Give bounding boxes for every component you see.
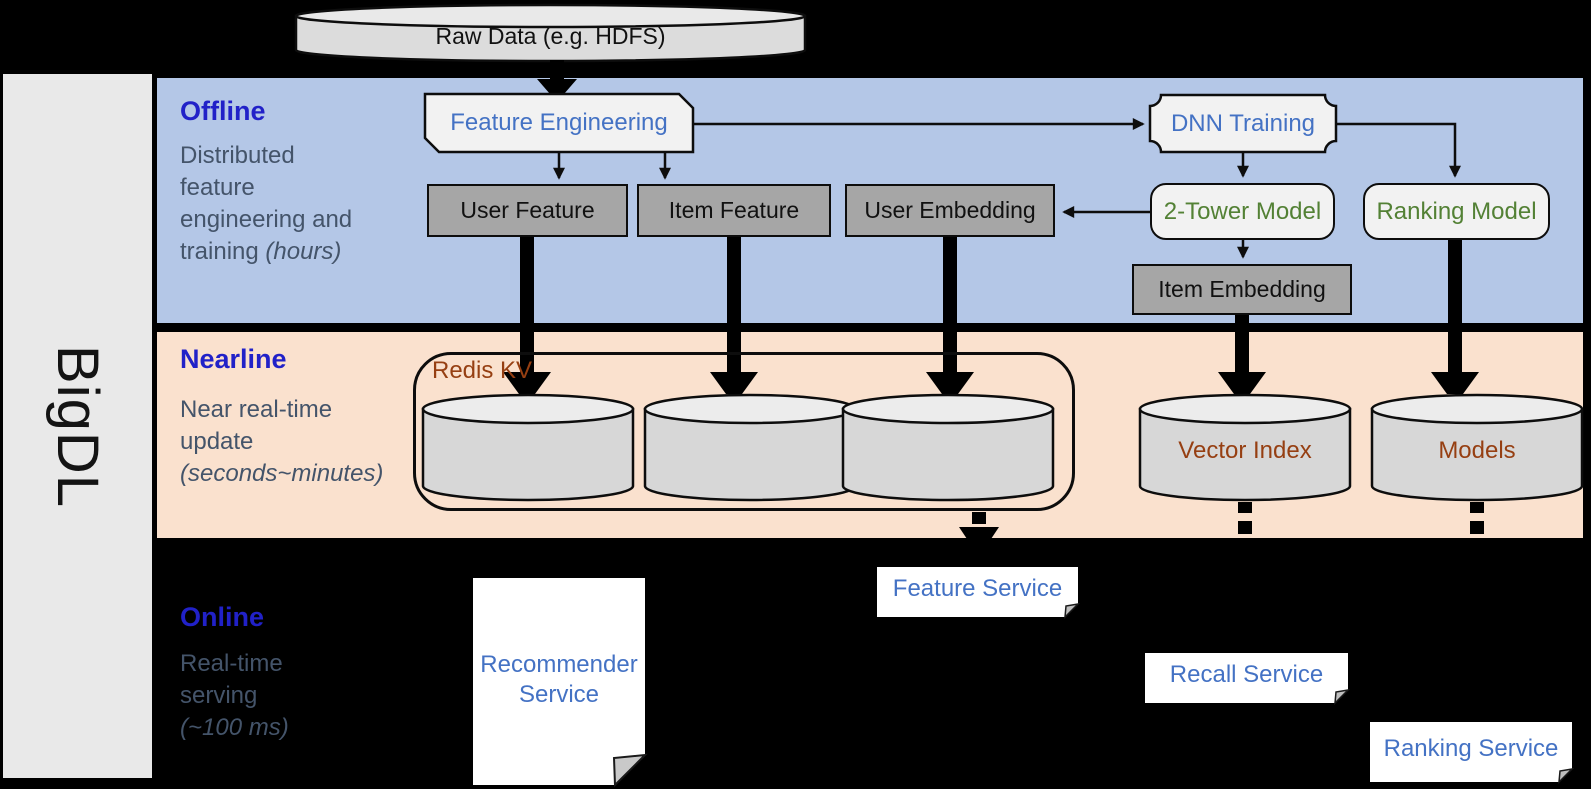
recommender-service-label: Recommender Service [480, 651, 638, 708]
raw-data-label: Raw Data (e.g. HDFS) [435, 22, 666, 49]
offline-section-title: Offline [180, 96, 266, 126]
arrow-dnn-to-ranking-model [1336, 122, 1461, 178]
dashed-arrow-models-to-ranking [1470, 502, 1484, 534]
online-section-desc: Real-time serving (~100 ms) [180, 648, 289, 744]
recommender-service-document [473, 578, 648, 788]
feature-service-label: Feature Service [892, 575, 1063, 602]
nearline-section-desc: Near real-time update (seconds~minutes) [180, 394, 383, 490]
dnn-training-label: DNN Training [1170, 109, 1316, 137]
online-desc-line3: (~100 ms) [180, 714, 289, 741]
models-label: Models [1438, 437, 1516, 464]
arrow-item-embedding-to-vector-index [1218, 314, 1266, 394]
ranking-service-label: Ranking Service [1383, 735, 1559, 762]
online-section-title: Online [180, 602, 265, 632]
recall-service-shape [1145, 653, 1351, 705]
nearline-desc-line1: Near real-time [180, 396, 333, 423]
arrow-user-embedding-to-redis [926, 236, 974, 394]
item-embedding-label: Item Embedding [1158, 276, 1326, 302]
recall-service-label: Recall Service [1169, 661, 1324, 688]
arrow-item-feature-to-redis [710, 236, 758, 394]
arrow-rawdata-to-feature-engineering [537, 60, 577, 94]
arrow-user-feature-to-redis [503, 236, 551, 394]
redis-cylinder-3 [841, 393, 1055, 502]
offline-desc-line2: feature [180, 174, 255, 201]
user-embedding-label: User Embedding [864, 197, 1036, 223]
redis-cylinder-1 [421, 393, 635, 502]
feature-engineering-label: Feature Engineering [450, 109, 668, 136]
redis-kv-label: Redis KV [432, 357, 533, 384]
item-feature-box: Item Feature [637, 184, 831, 237]
vector-index-label: Vector Index [1178, 437, 1312, 464]
ranking-service-shape [1370, 722, 1575, 784]
online-desc-line1: Real-time [180, 650, 283, 677]
models-cylinder [1370, 393, 1584, 502]
offline-desc-line1: Distributed [180, 142, 295, 169]
item-feature-label: Item Feature [668, 197, 800, 223]
offline-desc-line3: engineering and [180, 206, 353, 233]
vector-index-cylinder [1138, 393, 1352, 502]
dashed-arrow-redis-to-feature-service [959, 512, 999, 545]
dnn-training-shape [1148, 93, 1338, 154]
feature-service-shape [877, 567, 1081, 619]
ranking-model-label: Ranking Model [1376, 197, 1537, 225]
feature-engineering-shape [423, 92, 695, 154]
two-tower-model-label: 2-Tower Model [1163, 197, 1322, 225]
offline-section-desc: Distributed feature engineering and trai… [180, 140, 352, 268]
nearline-desc-line3: (seconds~minutes) [180, 460, 384, 487]
redis-cylinder-2 [643, 393, 857, 502]
redis-kv-container [413, 352, 1075, 511]
user-embedding-box: User Embedding [845, 184, 1055, 237]
two-tower-model-box: 2-Tower Model [1150, 183, 1335, 240]
user-feature-box: User Feature [427, 184, 628, 237]
user-feature-label: User Feature [460, 197, 595, 223]
dashed-arrow-vector-index-to-recall [1238, 502, 1252, 534]
online-desc-line2: serving [180, 682, 258, 709]
nearline-desc-line2: update [180, 428, 254, 455]
bigdl-sidebar: BigDL [3, 74, 152, 778]
offline-desc-line4: training (hours) [180, 238, 342, 265]
item-embedding-box: Item Embedding [1132, 264, 1352, 315]
arrow-ranking-model-to-models [1431, 239, 1479, 394]
nearline-section-title: Nearline [180, 344, 287, 374]
ranking-model-box: Ranking Model [1363, 183, 1550, 240]
